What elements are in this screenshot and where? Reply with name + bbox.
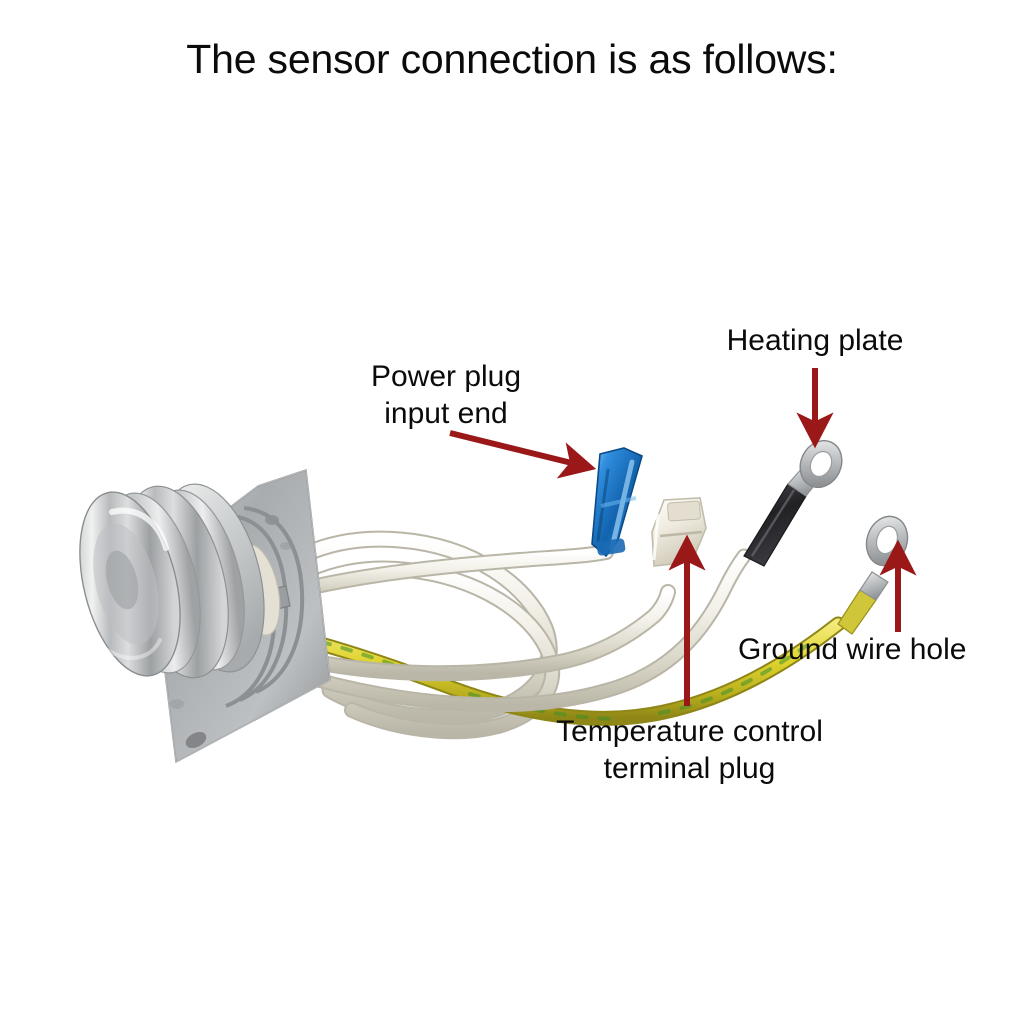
callout-line-1: Heating plate bbox=[726, 324, 904, 357]
callout-line-1: Ground wire hole bbox=[738, 633, 967, 666]
white-nylon-terminal-plug bbox=[651, 497, 707, 567]
spring-retainer-cage bbox=[217, 506, 305, 708]
callout-temperature-control-terminal-plug: Temperature control terminal plug bbox=[527, 713, 852, 787]
sensor-cap bbox=[79, 483, 265, 679]
callout-heating-plate: Heating plate bbox=[712, 322, 918, 359]
sensor-assembly bbox=[79, 468, 331, 764]
callout-power-plug-input-end: Power plug input end bbox=[351, 358, 541, 432]
blue-spade-connector bbox=[591, 447, 643, 558]
ground-wire-lead bbox=[837, 515, 909, 635]
heating-plate-ring-terminal bbox=[787, 440, 843, 497]
callout-line-2: terminal plug bbox=[603, 752, 776, 785]
callout-line-1: Power plug bbox=[370, 360, 522, 393]
mounting-bracket bbox=[151, 468, 331, 764]
spring-cage-crossbar bbox=[185, 572, 291, 648]
ceramic-insulator bbox=[235, 544, 281, 636]
page-title: The sensor connection is as follows: bbox=[186, 36, 838, 82]
heating-plate-lead bbox=[743, 440, 843, 567]
callout-line-1: Temperature control bbox=[556, 715, 823, 748]
arrow-power-plug bbox=[449, 430, 597, 479]
callout-line-2: input end bbox=[384, 397, 508, 430]
ground-wire-green-stripe bbox=[298, 634, 808, 721]
callout-ground-wire-hole: Ground wire hole bbox=[738, 631, 990, 668]
